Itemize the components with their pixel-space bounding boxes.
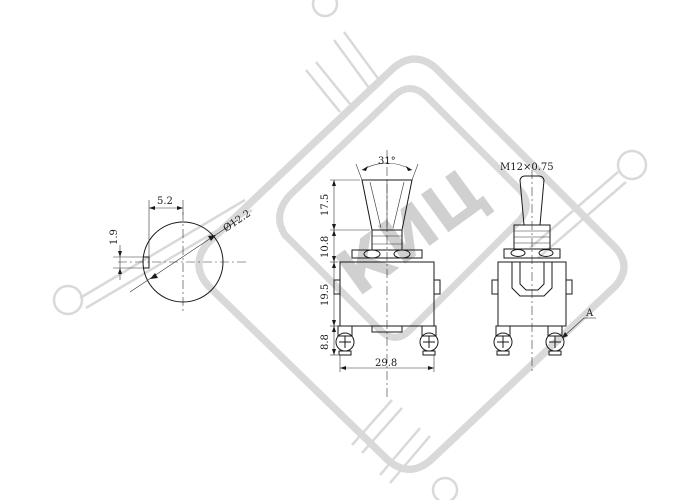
terminal-side-left <box>493 325 513 356</box>
dim-lever-height: 17.5 <box>320 194 331 216</box>
dim-width: 29.8 <box>375 358 397 369</box>
watermark-text: КИЦ <box>324 154 501 311</box>
terminal-right <box>419 325 439 356</box>
side-view: M12×0.75 A <box>491 162 596 372</box>
dim-key-depth: 1.9 <box>109 229 120 245</box>
dim-angle: 31° <box>378 156 396 167</box>
dim-key-width: 5.2 <box>157 196 173 207</box>
front-view: 31° <box>320 150 441 400</box>
dim-terminal-height: 8.8 <box>320 334 331 350</box>
section-view: 5.2 1.9 Ø12.2 <box>109 196 253 312</box>
dim-bushing-height: 10.8 <box>320 236 331 258</box>
dim-thread: M12×0.75 <box>500 162 554 173</box>
terminal-left <box>335 325 355 356</box>
label-a: A <box>585 308 594 319</box>
terminal-side-right <box>545 325 565 356</box>
dim-body-height: 19.5 <box>320 284 331 306</box>
watermark: КИЦ <box>52 0 648 500</box>
